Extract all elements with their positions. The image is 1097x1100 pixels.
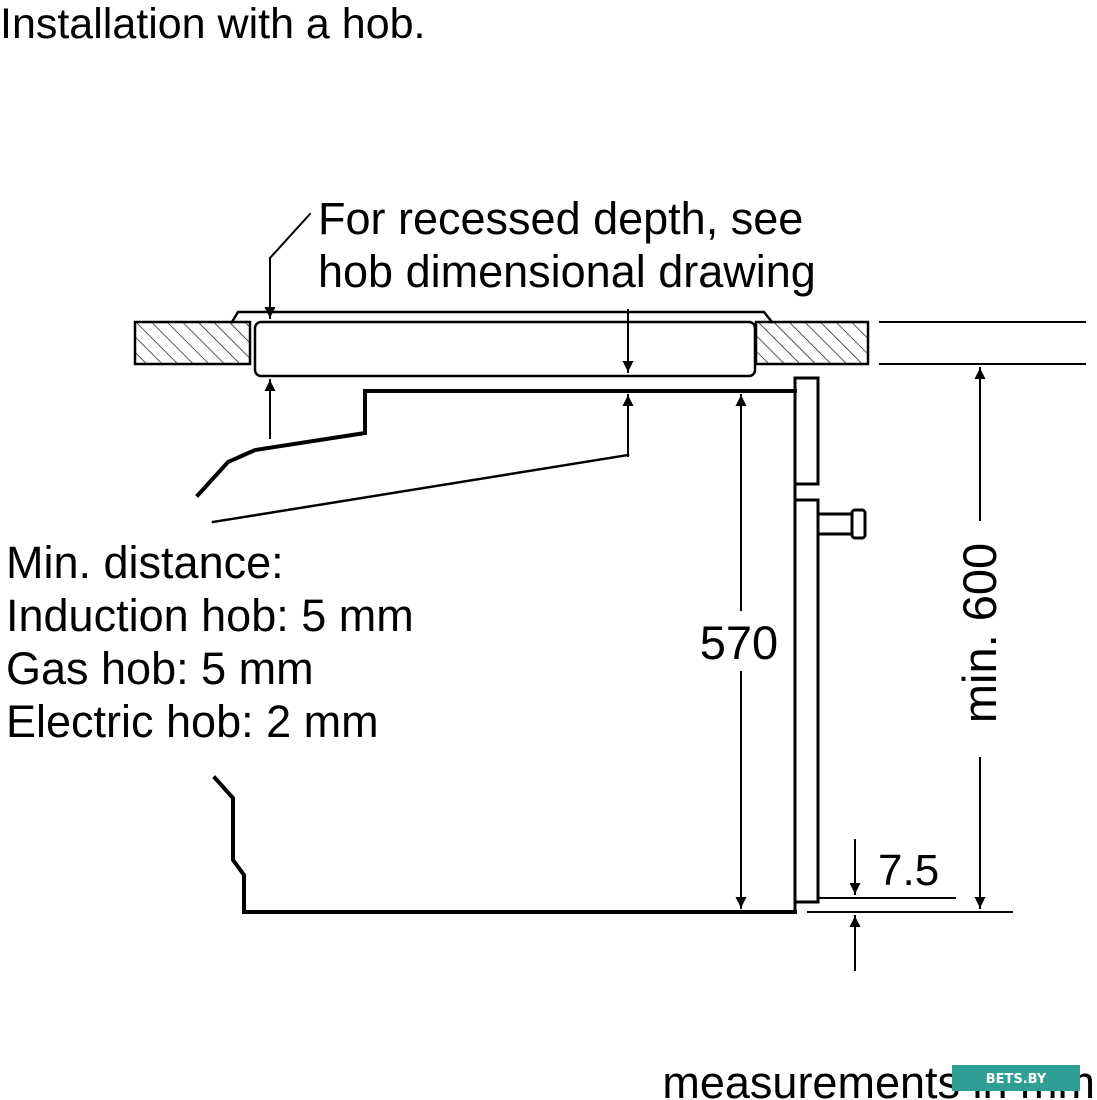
control-knob [816, 508, 867, 540]
min-distance-gas: Gas hob: 5 mm [6, 643, 314, 694]
offset-value: 7.5 [878, 846, 939, 895]
watermark-text: BETS.BY [986, 1072, 1047, 1087]
page-title: Installation with a hob. [0, 0, 426, 48]
recessed-depth-note-line-1: For recessed depth, see [318, 193, 803, 244]
recessed-depth-note-line-2: hob dimensional drawing [318, 246, 816, 297]
niche-height-value: min. 600 [953, 543, 1006, 723]
oven-body-break-line [211, 453, 630, 524]
oven-front [793, 376, 820, 914]
watermark-logo: BETS.BY [952, 1065, 1080, 1091]
worktop-left-section [133, 320, 252, 366]
oven-height-value: 570 [700, 616, 778, 669]
oven-body-lower-outline [212, 775, 797, 914]
oven-body-outline [195, 389, 797, 498]
recessed-depth-leader [264, 212, 312, 319]
worktop-right-section [754, 320, 870, 366]
hob [230, 310, 774, 378]
min-distance-induction: Induction hob: 5 mm [6, 590, 414, 641]
min-distance-heading: Min. distance: [6, 537, 284, 588]
min-distance-electric: Electric hob: 2 mm [6, 696, 379, 747]
